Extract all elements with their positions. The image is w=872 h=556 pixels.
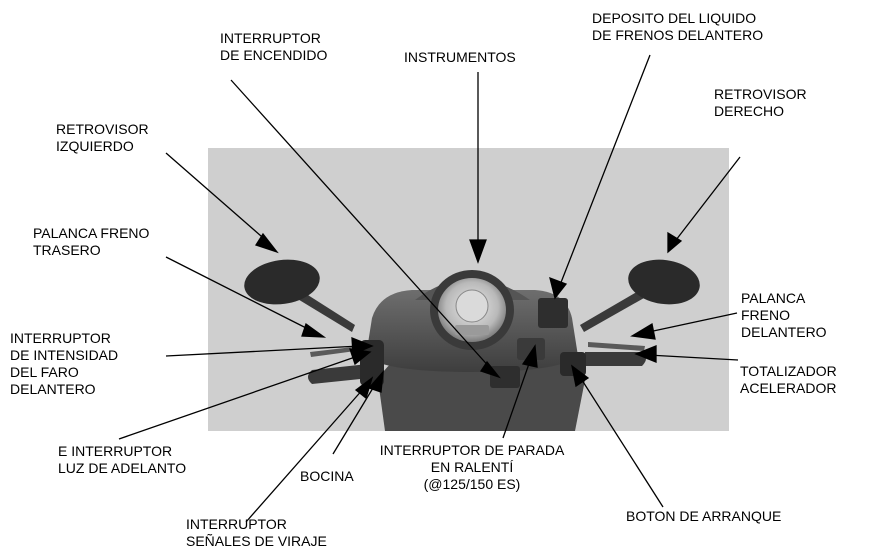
- scooter-photo: [244, 259, 700, 431]
- label-line: SEÑALES DE VIRAJE: [186, 533, 327, 549]
- label-line: DERECHO: [714, 103, 785, 119]
- label-line: DE INTENSIDAD: [10, 347, 119, 363]
- label-interruptor-encendido: INTERRUPTOR DE ENCENDIDO: [220, 30, 327, 64]
- label-line: INTERRUPTOR: [10, 330, 111, 346]
- label-line: (@125/150 ES): [423, 476, 521, 492]
- label-boton-arranque: BOTON DE ARRANQUE: [626, 508, 781, 525]
- leader-lines: [118, 54, 741, 523]
- label-line: INTERRUPTOR DE PARADA: [379, 442, 565, 458]
- label-bocina: BOCINA: [300, 468, 354, 485]
- label-interruptor-senales: INTERRUPTOR SEÑALES DE VIRAJE: [186, 516, 327, 550]
- label-line: RETROVISOR: [56, 121, 149, 137]
- label-retrovisor-derecho: RETROVISOR DERECHO: [714, 86, 807, 120]
- label-line: E INTERRUPTOR: [58, 443, 173, 459]
- label-totalizador-acelerador: TOTALIZADOR ACELERADOR: [740, 363, 837, 397]
- label-instrumentos: INSTRUMENTOS: [404, 49, 516, 66]
- label-line: RETROVISOR: [714, 86, 807, 102]
- label-line: DE FRENOS DELANTERO: [592, 27, 764, 43]
- label-line: BOTON DE ARRANQUE: [626, 508, 782, 524]
- label-line: IZQUIERDO: [56, 138, 134, 154]
- label-line: DELANTERO: [741, 324, 827, 340]
- label-palanca-freno-delantero: PALANCA FRENO DELANTERO: [741, 290, 827, 341]
- label-interruptor-intensidad: INTERRUPTOR DE INTENSIDAD DEL FARO DELAN…: [10, 330, 118, 398]
- label-line: LUZ DE ADELANTO: [58, 460, 187, 476]
- label-line: DE ENCENDIDO: [220, 47, 328, 63]
- label-line: INTERRUPTOR: [186, 516, 287, 532]
- label-line: ACELERADOR: [740, 380, 837, 396]
- label-line: BOCINA: [300, 468, 354, 484]
- label-palanca-freno-trasero: PALANCA FRENO TRASERO: [33, 225, 149, 259]
- label-line: INSTRUMENTOS: [404, 49, 516, 65]
- label-line: INTERRUPTOR: [220, 30, 321, 46]
- label-e-interruptor-luz: E INTERRUPTOR LUZ DE ADELANTO: [58, 443, 186, 477]
- label-line: TOTALIZADOR: [740, 363, 837, 379]
- label-line: TRASERO: [33, 242, 101, 258]
- label-interruptor-parada: INTERRUPTOR DE PARADA EN RALENTÍ (@125/1…: [372, 442, 572, 493]
- label-line: EN RALENTÍ: [430, 459, 514, 475]
- label-line: PALANCA FRENO: [33, 225, 150, 241]
- label-retrovisor-izquierdo: RETROVISOR IZQUIERDO: [56, 121, 149, 155]
- label-line: DEL FARO: [10, 364, 79, 380]
- label-line: FRENO: [741, 307, 790, 323]
- label-line: DEPOSITO DEL LIQUIDO: [592, 10, 757, 26]
- label-line: PALANCA: [741, 290, 806, 306]
- label-line: DELANTERO: [10, 381, 96, 397]
- label-deposito-liquido: DEPOSITO DEL LIQUIDO DE FRENOS DELANTERO: [592, 10, 763, 44]
